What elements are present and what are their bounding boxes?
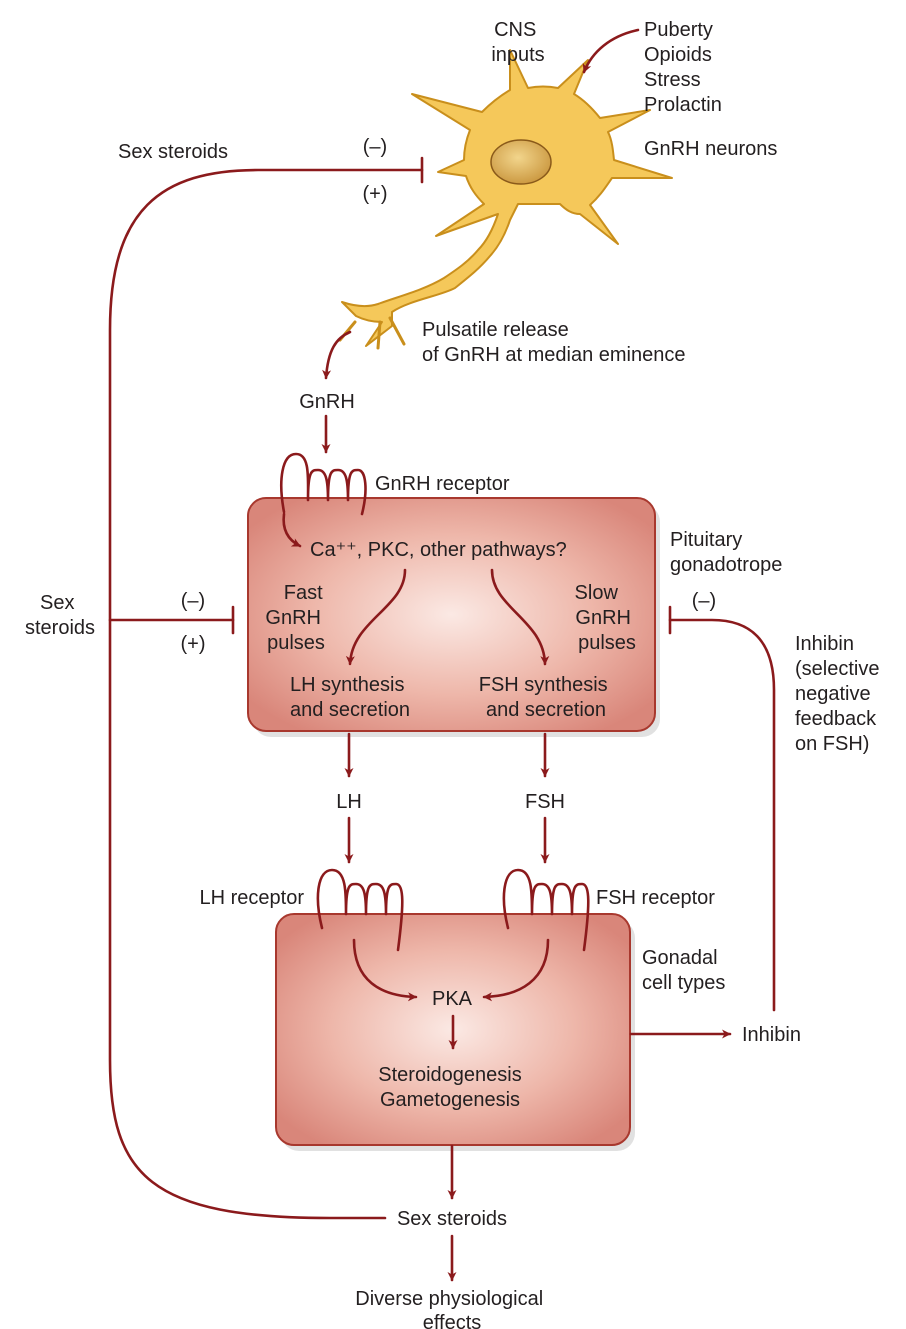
inhibin-feedback-line	[668, 618, 776, 1012]
lh-label: LH	[336, 791, 362, 813]
cns-input-arrow	[582, 28, 640, 74]
positive-left-sign: (+)	[181, 633, 206, 655]
gametogenesis-label: Gametogenesis	[380, 1089, 520, 1111]
lh-receptor	[316, 868, 404, 952]
gonadal-cell	[275, 913, 635, 1151]
cns-inputs-label: CNS inputs	[491, 19, 544, 66]
sex-steroids-bottom-label: Sex steroids	[397, 1208, 507, 1230]
pituitary-gonadotrope-label: Pituitary gonadotrope	[670, 529, 782, 576]
gnrh-neuron	[338, 49, 673, 350]
gnrh-release-arrow	[322, 330, 352, 380]
fsh-receptor-to-pka-arrow	[482, 938, 550, 1002]
sex-steroids-top-label: Sex steroids	[118, 141, 228, 163]
receptor-to-pathways-arrow	[282, 512, 302, 548]
steroidogenesis-label: Steroidogenesis	[378, 1064, 521, 1086]
lh-receptor-to-pka-arrow	[352, 938, 418, 1002]
slow-pulses-label: Slow GnRH pulses	[575, 582, 637, 654]
sex-steroid-feedback-line	[108, 168, 424, 1220]
cns-factors-label: Puberty Opioids Stress Prolactin	[644, 19, 722, 116]
pathways-label: Ca⁺⁺, PKC, other pathways?	[310, 539, 567, 561]
lh-synthesis-label: LH synthesis and secretion	[290, 674, 410, 721]
labels: CNS inputs Puberty Opioids Stress Prolac…	[25, 19, 885, 1329]
gnrh-receptor-label: GnRH receptor	[375, 473, 510, 495]
negative-right-sign: (–)	[692, 590, 716, 612]
gnrh-label: GnRH	[299, 391, 355, 413]
gnrh-receptor	[280, 452, 367, 516]
fast-pulse-arrow	[345, 568, 407, 666]
gonadal-cell-types-label: Gonadal cell types	[642, 947, 725, 994]
negative-top-sign: (–)	[363, 136, 387, 158]
inhibin-label: Inhibin	[742, 1024, 801, 1046]
fast-pulses-label: Fast GnRH pulses	[265, 582, 328, 654]
fsh-receptor-label: FSH receptor	[596, 887, 715, 909]
negative-left-sign: (–)	[181, 590, 205, 612]
fsh-label: FSH	[525, 791, 565, 813]
slow-pulse-arrow	[490, 568, 550, 666]
lh-receptor-label: LH receptor	[200, 887, 305, 909]
gnrh-neurons-label: GnRH neurons	[644, 138, 777, 160]
fsh-receptor	[502, 868, 590, 952]
positive-top-sign: (+)	[363, 183, 388, 205]
neuron-nucleus	[490, 139, 552, 185]
sex-steroids-left-label: Sex steroids	[25, 592, 95, 639]
pulsatile-release-label: Pulsatile release of GnRH at median emin…	[422, 319, 685, 366]
fsh-synthesis-label: FSH synthesis and secretion	[479, 674, 614, 721]
pka-label: PKA	[432, 988, 473, 1010]
pituitary-gonadotrope-cell	[247, 497, 660, 737]
diverse-effects-label: Diverse physiological effects	[355, 1288, 548, 1329]
inhibin-feedback-label: Inhibin (selective negative feedback on …	[795, 633, 885, 755]
